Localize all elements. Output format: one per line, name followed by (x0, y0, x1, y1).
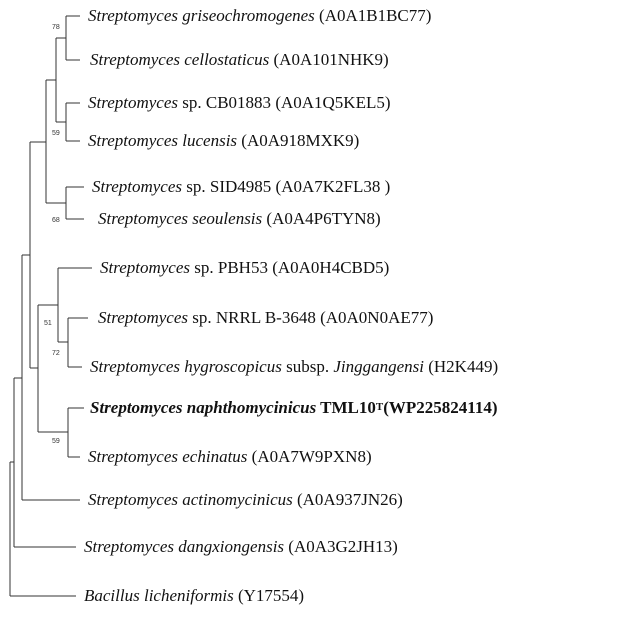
taxon-species: echinatus (182, 447, 248, 466)
taxon-label: Streptomyces seoulensis (A0A4P6TYN8) (98, 209, 381, 229)
taxon-genus: Streptomyces (98, 308, 189, 327)
taxon-subspecies: Jinggangensi (333, 357, 424, 376)
accession-number: (A0A4P6TYN8) (266, 209, 381, 228)
taxon-strain: sp. CB01883 (182, 93, 272, 112)
taxon-species: lucensis (182, 131, 238, 150)
accession-number: (A0A3G2JH13) (288, 537, 398, 556)
taxon-label: Streptomyces actinomycinicus (A0A937JN26… (88, 490, 403, 510)
taxon-genus: Streptomyces (90, 357, 181, 376)
taxon-species: griseochromogenes (182, 6, 315, 25)
taxon-label: Streptomyces dangxiongensis (A0A3G2JH13) (84, 537, 398, 557)
accession-number: (A0A918MXK9) (241, 131, 360, 150)
taxon-genus: Streptomyces (100, 258, 191, 277)
type-strain-mark: T (375, 401, 384, 413)
taxon-species: seoulensis (192, 209, 263, 228)
taxon-genus: Streptomyces (90, 398, 183, 417)
bootstrap-value: 59 (52, 130, 60, 137)
taxon-genus: Streptomyces (88, 447, 179, 466)
taxon-strain: subsp. (286, 357, 330, 376)
taxon-genus: Streptomyces (88, 93, 179, 112)
taxon-label: Streptomyces sp. NRRL B-3648 (A0A0N0AE77… (98, 308, 433, 328)
accession-number: (A0A0H4CBD5) (272, 258, 390, 277)
taxon-species: naphthomycinicus (186, 398, 317, 417)
taxon-genus: Streptomyces (90, 50, 181, 69)
accession-number: (A0A101NHK9) (273, 50, 389, 69)
accession-number: (WP225824114) (383, 398, 498, 417)
taxon-label: Streptomyces cellostaticus (A0A101NHK9) (90, 50, 389, 70)
taxon-genus: Bacillus (84, 586, 140, 605)
taxon-genus: Streptomyces (98, 209, 189, 228)
taxon-label: Streptomyces sp. SID4985 (A0A7K2FL38 ) (92, 177, 390, 197)
accession-number: (A0A937JN26) (296, 490, 403, 509)
taxon-label: Streptomyces griseochromogenes (A0A1B1BC… (88, 6, 431, 26)
taxon-label: Streptomyces hygroscopicus subsp. Jingga… (90, 357, 498, 377)
taxon-genus: Streptomyces (92, 177, 183, 196)
taxon-species: dangxiongensis (178, 537, 285, 556)
bootstrap-value: 72 (52, 350, 60, 357)
taxon-species: hygroscopicus (184, 357, 282, 376)
taxon-species: licheniformis (143, 586, 234, 605)
taxon-strain: sp. PBH53 (194, 258, 268, 277)
taxon-genus: Streptomyces (84, 537, 175, 556)
accession-number: (H2K449) (428, 357, 499, 376)
taxon-label: Streptomyces sp. CB01883 (A0A1Q5KEL5) (88, 93, 391, 113)
bootstrap-value: 59 (52, 438, 60, 445)
taxon-genus: Streptomyces (88, 6, 179, 25)
bootstrap-value: 51 (44, 320, 52, 327)
taxon-strain: sp. NRRL B-3648 (192, 308, 316, 327)
taxon-label: Streptomyces echinatus (A0A7W9PXN8) (88, 447, 372, 467)
taxon-species: cellostaticus (184, 50, 270, 69)
accession-number: (A0A1B1BC77) (319, 6, 432, 25)
taxon-label: Bacillus licheniformis (Y17554) (84, 586, 304, 606)
taxon-label: Streptomyces naphthomycinicus TML10T(WP2… (90, 398, 498, 420)
taxon-strain: TML10 (320, 398, 376, 417)
taxon-species: actinomycinicus (182, 490, 293, 509)
accession-number: (A0A7K2FL38 ) (275, 177, 391, 196)
bootstrap-value: 68 (52, 217, 60, 224)
bootstrap-value: 78 (52, 24, 60, 31)
taxon-label: Streptomyces lucensis (A0A918MXK9) (88, 131, 359, 151)
taxon-label: Streptomyces sp. PBH53 (A0A0H4CBD5) (100, 258, 389, 278)
taxon-genus: Streptomyces (88, 490, 179, 509)
taxon-genus: Streptomyces (88, 131, 179, 150)
accession-number: (Y17554) (237, 586, 305, 605)
accession-number: (A0A7W9PXN8) (251, 447, 372, 466)
accession-number: (A0A1Q5KEL5) (275, 93, 391, 112)
accession-number: (A0A0N0AE77) (320, 308, 434, 327)
taxon-strain: sp. SID4985 (186, 177, 272, 196)
